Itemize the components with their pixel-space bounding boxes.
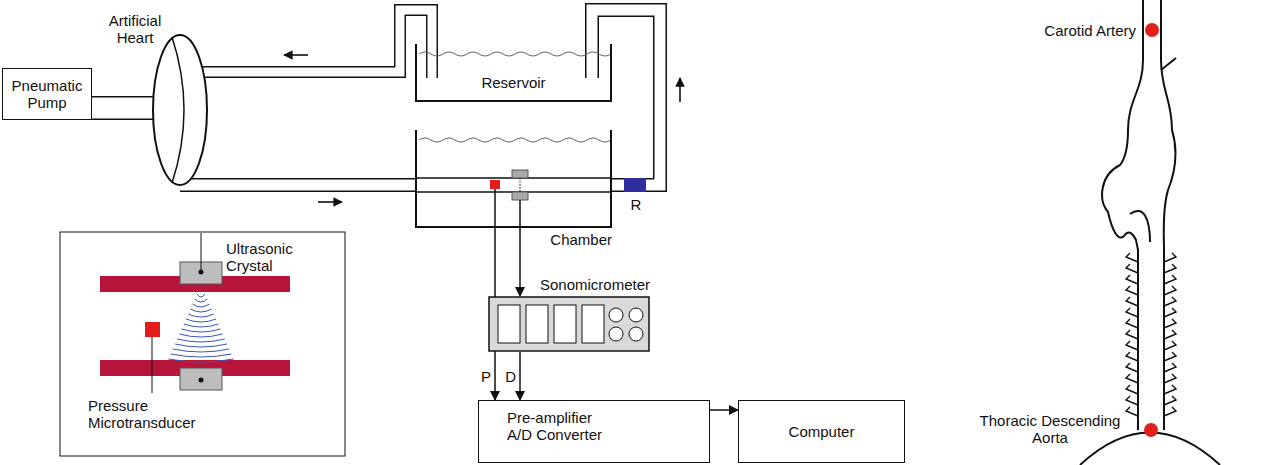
measurement-dot: [1144, 423, 1158, 437]
aorta-illustration: [1080, 0, 1220, 465]
instrument-panel: [488, 296, 650, 352]
heart-shape: [152, 34, 208, 186]
reservoir-tank: Reservoir: [415, 40, 612, 102]
part-label: Pressure Microtransducer: [88, 397, 218, 432]
node-label: Chamber: [550, 231, 612, 248]
signal-line: [710, 410, 738, 411]
measurement-dot: [1145, 23, 1159, 37]
flow-arrows: [284, 55, 680, 202]
node-label: Sonomicrometer: [540, 276, 650, 293]
signal-name: P: [481, 368, 491, 385]
site-label: Thoracic Descending Aorta: [975, 412, 1125, 447]
test-chamber: Chamber: [415, 128, 612, 228]
tank-shape: [415, 128, 612, 228]
node-label: Reservoir: [415, 74, 612, 91]
tube-connector: [180, 185, 415, 186]
inset-detail: [60, 232, 345, 456]
converter-box: Pre-amplifier A/D Converter: [478, 400, 710, 463]
site-label: Carotid Artery: [1006, 22, 1136, 39]
artificial-heart: Artificial Heart: [152, 34, 208, 186]
tank-shape: [415, 40, 612, 102]
pump-box: Pneumatic Pump: [2, 68, 92, 120]
tube-connector: [592, 10, 660, 185]
signal-line: [520, 228, 521, 296]
part-label: Ultrasonic Crystal: [226, 240, 316, 275]
node-label: Computer: [789, 423, 855, 440]
node-label: Pre-amplifier A/D Converter: [507, 409, 617, 444]
node-label: Artificial Heart: [90, 12, 180, 47]
sonomicrometer-box: Sonomicrometer: [488, 296, 650, 352]
tube-connector: [180, 10, 432, 78]
computer-box: Computer: [738, 400, 905, 463]
signal-line: [520, 352, 521, 400]
restrictor: [624, 178, 646, 192]
part-label: R: [626, 196, 646, 213]
signal-name: D: [505, 368, 516, 385]
node-label: Pneumatic Pump: [3, 77, 91, 112]
